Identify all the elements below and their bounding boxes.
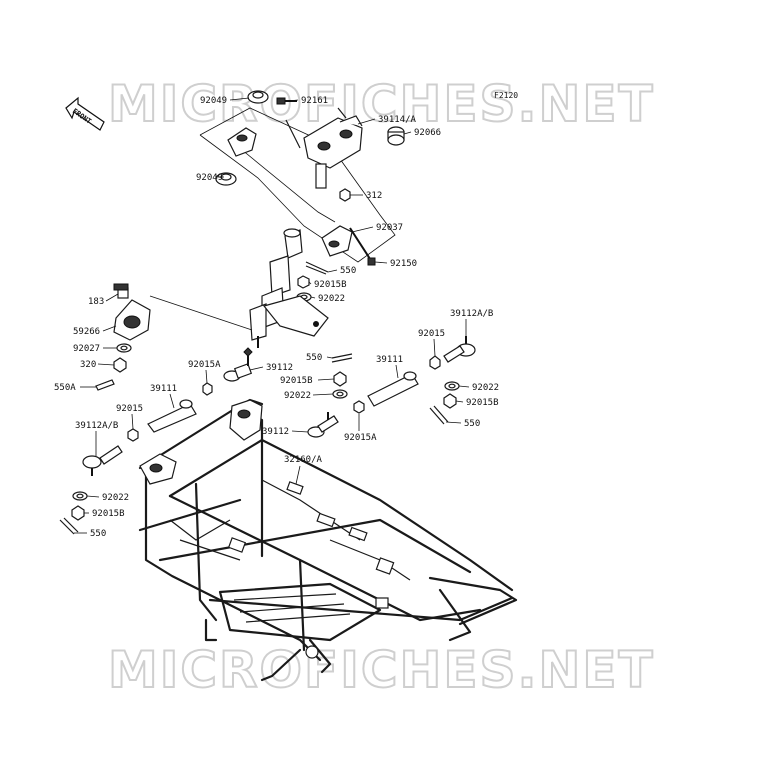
nut-92015-b [429, 355, 441, 370]
nut-312 [339, 188, 351, 202]
cotter-pin-550-c [429, 405, 449, 425]
nut-92015B-b [333, 371, 347, 387]
label-550-d: 550 [90, 529, 106, 539]
nut-92015B-a [297, 275, 310, 289]
label-92022-c: 92022 [472, 383, 499, 393]
label-92049: 92049 [200, 96, 227, 106]
clamp-lower-left [227, 127, 257, 157]
label-92037: 92037 [376, 223, 403, 233]
tie-rod-39111-a [147, 399, 197, 433]
label-92015-b: 92015 [418, 329, 445, 339]
bolt-183 [113, 283, 129, 299]
handlebar-holder-39114 [285, 107, 363, 189]
label-183: 183 [88, 297, 104, 307]
label-550-c: 550 [464, 419, 480, 429]
washer-92022-b [332, 389, 348, 399]
steering-shaft [249, 228, 329, 348]
label-92015A-a: 92015A [188, 360, 221, 370]
nut-92015-a [127, 428, 139, 442]
tie-rod-end-39112-a [223, 347, 253, 382]
nut-92015B-d [71, 505, 85, 521]
label-320: 320 [80, 360, 96, 370]
main-frame-32160 [138, 398, 518, 682]
label-39112-b: 39112 [262, 427, 289, 437]
label-550-b: 550 [306, 353, 322, 363]
nut-320 [113, 357, 127, 373]
label-312: 312 [366, 191, 382, 201]
label-92015B-c: 92015B [466, 398, 499, 408]
tie-rod-39111-b [367, 371, 419, 407]
tie-rod-end-39112AB-a [82, 445, 123, 476]
label-39112-a: 39112 [266, 363, 293, 373]
washer-92027 [116, 343, 132, 353]
label-92022-b: 92022 [284, 391, 311, 401]
cotter-pin-550-d [59, 517, 79, 535]
label-92049-mid: 92049 [196, 173, 223, 183]
bearing-holder-59266 [113, 299, 151, 341]
label-39111-a: 39111 [150, 384, 177, 394]
label-92150: 92150 [390, 259, 417, 269]
front-arrow-icon: FRONT [65, 96, 105, 131]
tie-rod-end-39112-b [307, 412, 339, 438]
washer-92022-d [72, 491, 88, 501]
watermark-bottom: MICROFICHES.NET [108, 641, 655, 699]
label-39112AB-a: 39112A/B [75, 421, 118, 431]
nut-92015A-a [202, 382, 213, 396]
bushing-92049-mid [215, 172, 237, 186]
label-92027: 92027 [73, 344, 100, 354]
label-39111-b: 39111 [376, 355, 403, 365]
label-92161: 92161 [301, 96, 328, 106]
label-32160: 32160/A [284, 455, 323, 465]
washer-92022-c [444, 381, 460, 391]
watermark-top: MICROFICHES.NET [108, 75, 655, 133]
label-550-a: 550 [340, 266, 356, 276]
tie-rod-end-39112AB-b [443, 336, 476, 363]
label-39114: 39114/A [378, 115, 417, 125]
cotter-pin-550A [95, 379, 115, 391]
nut-92015B-c [443, 393, 457, 409]
callout-labels: 92049 92161 39114/A 92066 92049 312 9203… [54, 96, 499, 539]
label-92015B-a: 92015B [314, 280, 347, 290]
label-39112AB-b: 39112A/B [450, 309, 493, 319]
label-92015B-b: 92015B [280, 376, 313, 386]
label-92066: 92066 [414, 128, 441, 138]
cap-92066 [387, 126, 405, 146]
label-92015-a: 92015 [116, 404, 143, 414]
nut-92015A-b [353, 400, 365, 414]
label-92022-a: 92022 [318, 294, 345, 304]
label-550A: 550A [54, 383, 76, 393]
bolt-92150 [349, 227, 376, 266]
clamp-92037 [321, 225, 353, 257]
bushing-92049-top [247, 90, 269, 104]
label-92022-d: 92022 [102, 493, 129, 503]
label-92015B-d: 92015B [92, 509, 125, 519]
label-92015A-b: 92015A [344, 433, 377, 443]
diagram-code: F2120 [494, 91, 518, 100]
cotter-pin-550-b [331, 353, 353, 363]
label-59266: 59266 [73, 327, 100, 337]
cotter-pin-550-a [305, 261, 329, 275]
